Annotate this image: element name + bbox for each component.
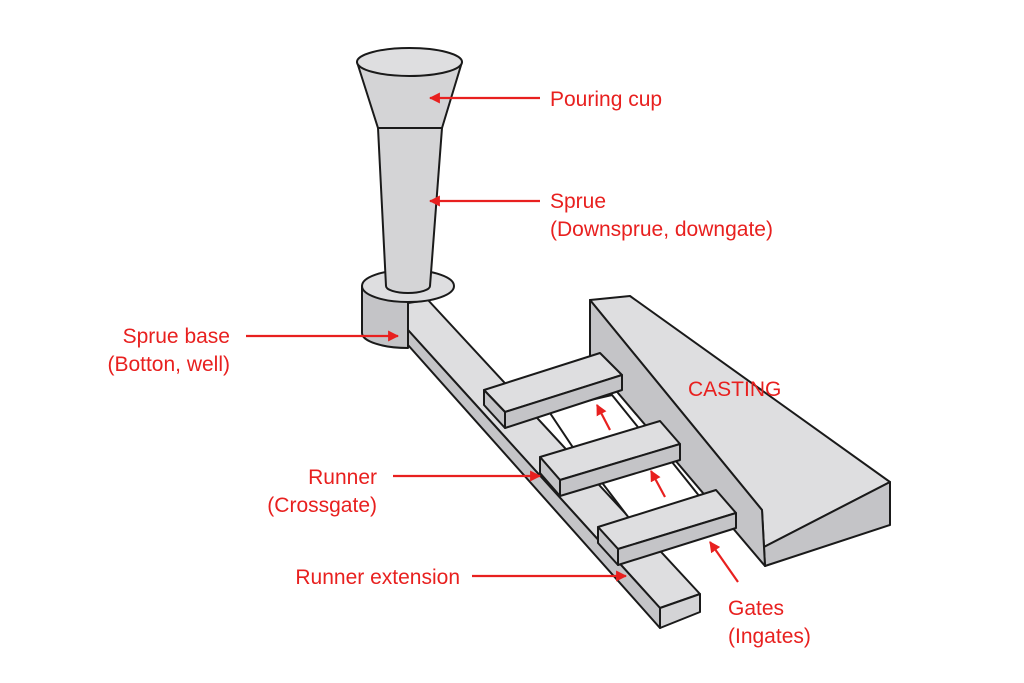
annotation-arrows	[246, 92, 739, 583]
gate-bar-2	[539, 420, 710, 524]
sprue-label-line2: (Downsprue, downgate)	[550, 218, 773, 241]
gate-flow-arrow-1	[596, 404, 611, 431]
runner-label-line1: Runner	[308, 466, 377, 489]
sprue-base-label-line2: (Botton, well)	[107, 353, 230, 376]
gates-arrow	[709, 541, 739, 583]
gate-bar-3	[597, 489, 737, 566]
pouring-cup	[356, 47, 463, 129]
sprue-base-label-line1: Sprue base	[123, 325, 230, 348]
runner-label-line2: (Crossgate)	[267, 494, 377, 517]
gates-label-line2: (Ingates)	[728, 625, 811, 648]
casting-block	[589, 295, 891, 567]
sprue	[377, 127, 443, 294]
sprue-label-line1: Sprue	[550, 190, 606, 213]
casting-label: CASTING	[688, 378, 781, 401]
pouring-cup-label: Pouring cup	[550, 88, 662, 111]
gates-label-line1: Gates	[728, 597, 784, 620]
runner-extension-label: Runner extension	[295, 566, 460, 589]
gate-flow-arrow-2	[650, 470, 666, 498]
